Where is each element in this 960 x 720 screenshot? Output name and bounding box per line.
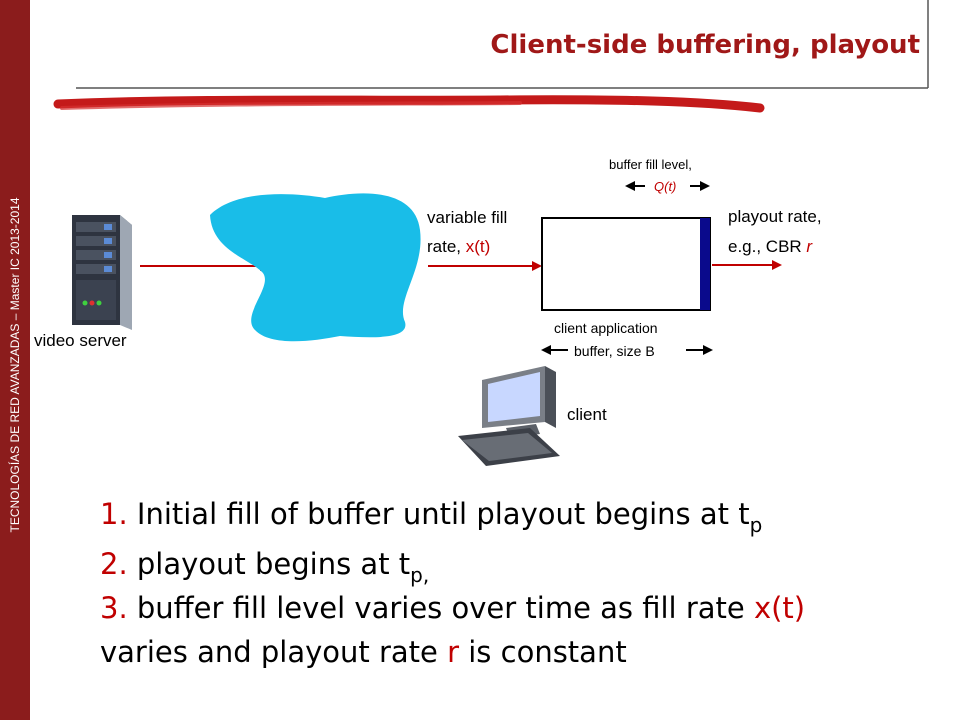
bullet-3: 3. buffer fill level varies over time as… [100, 591, 806, 625]
buffer-box [541, 217, 711, 311]
bullet-3-continued: varies and playout rate r is constant [100, 635, 627, 669]
sidebar-band: TECNOLOGÍAS DE RED AVANZADAS – Master IC… [0, 0, 30, 720]
variable-fill-label: variable fill [427, 208, 508, 227]
client-label: client [567, 405, 607, 424]
page-title: Client-side buffering, playout [490, 30, 920, 60]
buffer-size-label: buffer, size B [574, 343, 655, 359]
cloud-icon [210, 193, 421, 342]
server-icon [72, 215, 132, 330]
cbr-label: e.g., CBR r [728, 237, 813, 256]
bullet-2: 2. playout begins at tp, [100, 547, 430, 587]
playout-rate-label: playout rate, [728, 207, 822, 226]
queue-level-label: Q(t) [654, 179, 677, 194]
buffer-fill-level-label: buffer fill level, [609, 157, 692, 172]
client-application-label: client application [554, 320, 658, 336]
computer-icon [458, 366, 560, 466]
video-server-label: video server [34, 331, 127, 350]
fill-rate-label: rate, x(t) [427, 237, 491, 256]
buffer-fill-bar [700, 218, 710, 310]
bullet-1: 1. Initial fill of buffer until playout … [100, 497, 763, 537]
